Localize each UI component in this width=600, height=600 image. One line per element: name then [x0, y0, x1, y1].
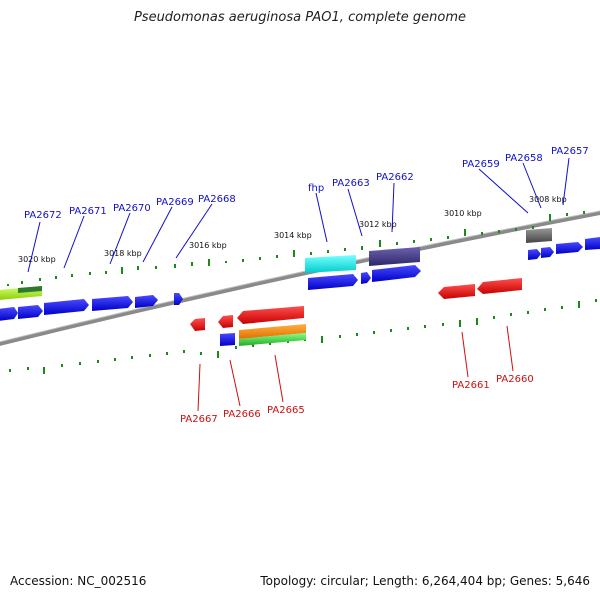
gene-feature[interactable] — [239, 324, 306, 339]
gene-arrow[interactable] — [477, 278, 522, 294]
tick-label: 3016 kbp — [189, 241, 227, 250]
gene-arrow[interactable] — [585, 237, 600, 250]
tick-label: 3010 kbp — [444, 209, 482, 218]
gene-label[interactable]: PA2661 — [452, 380, 490, 391]
gene-label[interactable]: PA2659 — [462, 159, 500, 170]
gene-arrow[interactable] — [528, 249, 541, 260]
tick-label: 3018 kbp — [104, 249, 142, 258]
gene-arrow[interactable] — [44, 299, 89, 315]
gene-arrow[interactable] — [361, 272, 371, 284]
gene-arrow[interactable] — [190, 318, 205, 331]
gene-feature[interactable] — [369, 247, 420, 266]
map-title: Pseudomonas aeruginosa PAO1, complete ge… — [133, 10, 467, 25]
forward-strand — [0, 228, 600, 321]
gene-arrow[interactable] — [0, 307, 18, 321]
reverse-labels — [197, 325, 514, 412]
gene-arrow[interactable] — [92, 296, 133, 311]
gene-label[interactable]: PA2672 — [24, 210, 62, 221]
gene-label[interactable]: PA2666 — [223, 409, 261, 420]
gene-label[interactable]: PA2669 — [156, 197, 194, 208]
genome-summary: Topology: circular; Length: 6,264,404 bp… — [260, 574, 590, 588]
tick-label: 3012 kbp — [359, 220, 397, 229]
gene-label[interactable]: PA2657 — [551, 146, 589, 157]
gene-label[interactable]: PA2668 — [198, 194, 236, 205]
gene-arrow[interactable] — [372, 265, 421, 282]
gene-arrow[interactable] — [541, 247, 554, 258]
forward-label-text: PA2672 PA2671 PA2670 PA2669 PA2668 fhp P… — [24, 146, 589, 221]
gene-feature[interactable] — [239, 333, 306, 346]
gene-arrow[interactable] — [18, 305, 43, 319]
gene-arrow[interactable] — [220, 333, 235, 346]
gene-label[interactable]: PA2663 — [332, 178, 370, 189]
tick-labels: 3020 kbp 3018 kbp 3016 kbp 3014 kbp 3012… — [18, 195, 567, 264]
tick-label: 3008 kbp — [529, 195, 567, 204]
gene-feature[interactable] — [526, 228, 552, 243]
gene-label[interactable]: PA2665 — [267, 405, 305, 416]
gene-label[interactable]: PA2662 — [376, 172, 414, 183]
genome-backbone — [0, 210, 600, 346]
gene-label[interactable]: PA2667 — [180, 414, 218, 425]
gene-label[interactable]: PA2671 — [69, 206, 107, 217]
gene-arrow[interactable] — [218, 315, 233, 328]
tick-label: 3020 kbp — [18, 255, 56, 264]
gene-feature[interactable] — [305, 255, 356, 273]
gene-arrow[interactable] — [308, 274, 358, 290]
gene-feature[interactable] — [18, 286, 42, 293]
gc-track-lower — [9, 299, 597, 374]
gc-track-upper — [7, 211, 585, 286]
gene-arrow[interactable] — [135, 295, 158, 308]
gene-arrow[interactable] — [174, 293, 183, 305]
gene-arrow[interactable] — [237, 306, 304, 324]
gene-label[interactable]: PA2658 — [505, 153, 543, 164]
forward-labels — [27, 157, 570, 273]
gene-arrow[interactable] — [556, 242, 583, 254]
gene-label[interactable]: PA2660 — [496, 374, 534, 385]
tick-label: 3014 kbp — [274, 231, 312, 240]
gene-arrow[interactable] — [438, 284, 475, 299]
reverse-label-text: PA2667 PA2666 PA2665 PA2661 PA2660 — [180, 374, 534, 425]
gene-label[interactable]: fhp — [308, 183, 324, 194]
gene-label[interactable]: PA2670 — [113, 203, 151, 214]
accession-text: Accession: NC_002516 — [10, 574, 147, 588]
reverse-strand — [190, 278, 522, 346]
